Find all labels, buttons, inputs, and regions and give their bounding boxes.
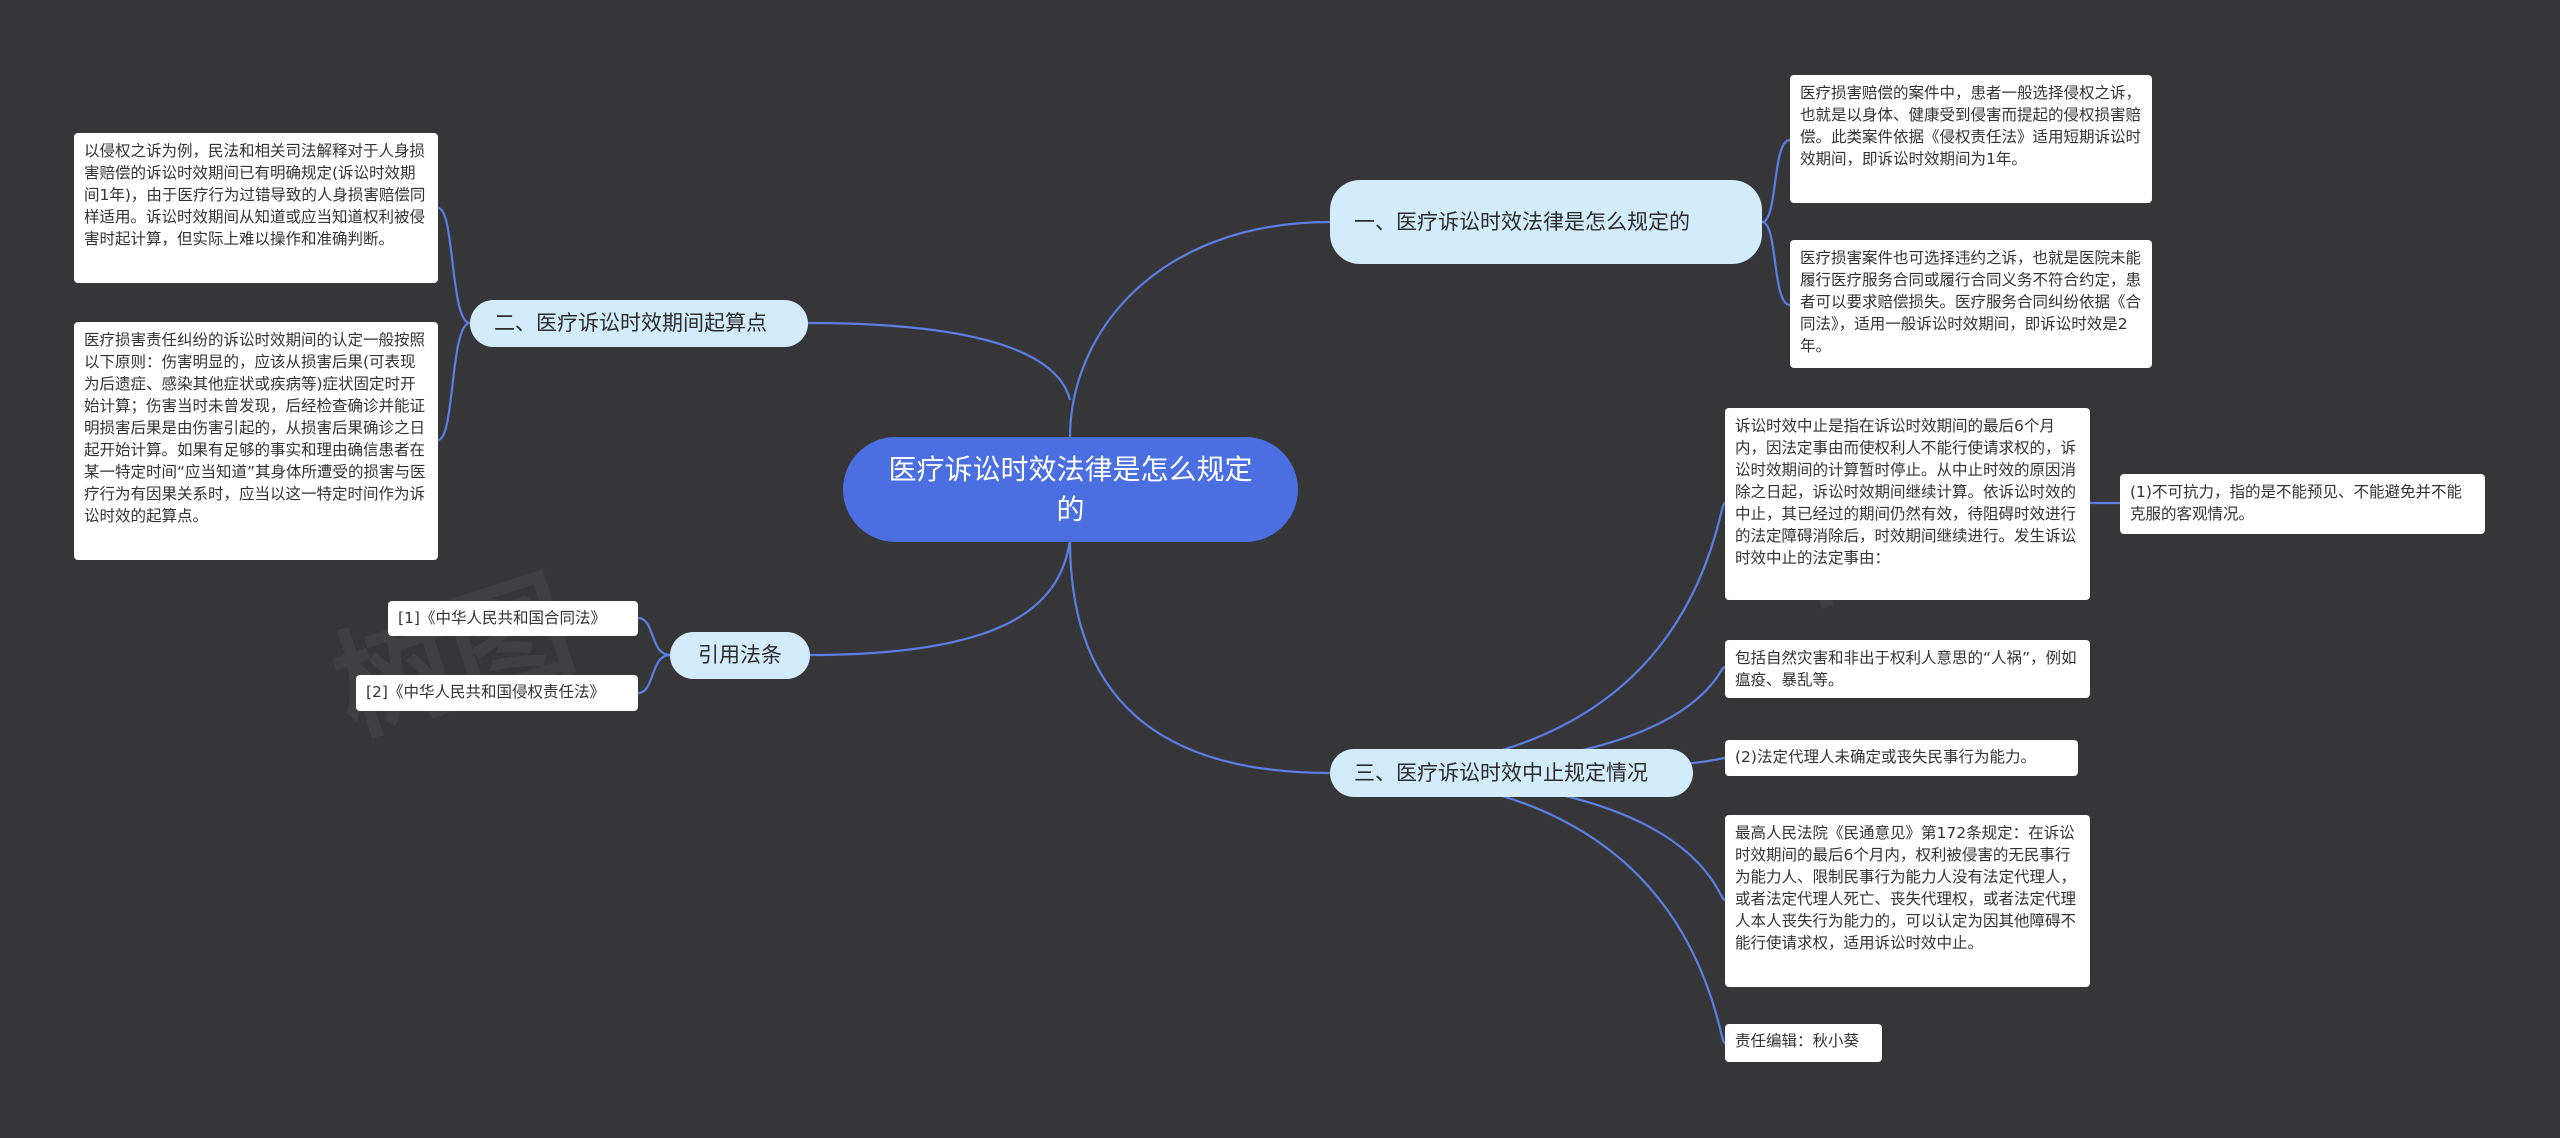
leaf-citation-2[interactable]: [2]《中华人民共和国侵权责任法》 [356, 675, 638, 711]
leaf-text: (1)不可抗力，指的是不能预见、不能避免并不能克服的客观情况。 [2130, 483, 2462, 523]
leaf-text: (2)法定代理人未确定或丧失民事行为能力。 [1735, 748, 2036, 766]
link-b1-leaf2 [1761, 220, 1791, 307]
branch-label: 二、医疗诉讼时效期间起算点 [494, 311, 767, 335]
leaf-b1-1[interactable]: 医疗损害赔偿的案件中，患者一般选择侵权之诉，也就是以身体、健康受到侵害而提起的侵… [1790, 75, 2152, 203]
link-b3-leaf1 [1329, 501, 1727, 775]
root-label: 医疗诉讼时效法律是怎么规定的 [888, 452, 1253, 526]
link-b2-leaf1 [437, 206, 471, 325]
link-b3-leaf5 [1329, 771, 1727, 1045]
link-b4-leaf2 [637, 653, 671, 695]
link-root-branch4 [807, 539, 1072, 657]
leaf-b3-sub-1[interactable]: (1)不可抗力，指的是不能预见、不能避免并不能克服的客观情况。 [2120, 474, 2485, 534]
leaf-b1-2[interactable]: 医疗损害案件也可选择违约之诉，也就是医院未能履行医疗服务合同或履行合同义务不符合… [1790, 240, 2152, 368]
leaf-text: [1]《中华人民共和国合同法》 [398, 609, 606, 627]
leaf-text: [2]《中华人民共和国侵权责任法》 [366, 683, 605, 701]
branch-label: 三、医疗诉讼时效中止规定情况 [1354, 760, 1648, 785]
leaf-text: 医疗损害责任纠纷的诉讼时效期间的认定一般按照以下原则：伤害明显的，应该从损害后果… [84, 331, 426, 525]
link-b1-leaf1 [1761, 138, 1791, 224]
leaf-b3-2[interactable]: 包括自然灾害和非出于权利人意思的“人祸”，例如瘟疫、暴乱等。 [1725, 640, 2090, 698]
link-root-branch1 [1068, 220, 1331, 439]
link-b2-leaf2 [437, 321, 471, 442]
leaf-text: 以侵权之诉为例，民法和相关司法解释对于人身损害赔偿的诉讼时效期间已有明确规定(诉… [84, 142, 426, 248]
leaf-text: 责任编辑：秋小葵 [1735, 1032, 1860, 1050]
branch-label: 引用法条 [698, 643, 782, 667]
leaf-citation-1[interactable]: [1]《中华人民共和国合同法》 [388, 601, 638, 636]
leaf-text: 医疗损害赔偿的案件中，患者一般选择侵权之诉，也就是以身体、健康受到侵害而提起的侵… [1800, 84, 2142, 168]
link-root-branch2 [807, 321, 1072, 401]
leaf-b2-2[interactable]: 医疗损害责任纠纷的诉讼时效期间的认定一般按照以下原则：伤害明显的，应该从损害后果… [74, 322, 438, 560]
leaf-text: 最高人民法院《民通意见》第172条规定：在诉讼时效期间的最后6个月内，权利被侵害… [1735, 824, 2077, 952]
branch-node-citations[interactable]: 引用法条 [670, 632, 810, 679]
link-b4-leaf1 [637, 616, 671, 657]
link-root-branch3 [1068, 539, 1331, 775]
leaf-b3-4[interactable]: 最高人民法院《民通意见》第172条规定：在诉讼时效期间的最后6个月内，权利被侵害… [1725, 815, 2090, 987]
branch-node-1[interactable]: 一、医疗诉讼时效法律是怎么规定的 [1330, 180, 1762, 264]
leaf-b3-5[interactable]: 责任编辑：秋小葵 [1725, 1024, 1882, 1062]
leaf-text: 诉讼时效中止是指在诉讼时效期间的最后6个月内，因法定事由而使权利人不能行使请求权… [1735, 417, 2077, 567]
branch-node-2[interactable]: 二、医疗诉讼时效期间起算点 [470, 300, 808, 347]
leaf-b3-1[interactable]: 诉讼时效中止是指在诉讼时效期间的最后6个月内，因法定事由而使权利人不能行使请求权… [1725, 408, 2090, 600]
leaf-text: 医疗损害案件也可选择违约之诉，也就是医院未能履行医疗服务合同或履行合同义务不符合… [1800, 249, 2142, 355]
branch-node-3[interactable]: 三、医疗诉讼时效中止规定情况 [1330, 749, 1693, 797]
root-node[interactable]: 医疗诉讼时效法律是怎么规定的 [843, 437, 1298, 542]
branch-label: 一、医疗诉讼时效法律是怎么规定的 [1354, 209, 1690, 234]
leaf-b2-1[interactable]: 以侵权之诉为例，民法和相关司法解释对于人身损害赔偿的诉讼时效期间已有明确规定(诉… [74, 133, 438, 283]
leaf-text: 包括自然灾害和非出于权利人意思的“人祸”，例如瘟疫、暴乱等。 [1735, 649, 2077, 689]
leaf-b3-3[interactable]: (2)法定代理人未确定或丧失民事行为能力。 [1725, 740, 2078, 776]
